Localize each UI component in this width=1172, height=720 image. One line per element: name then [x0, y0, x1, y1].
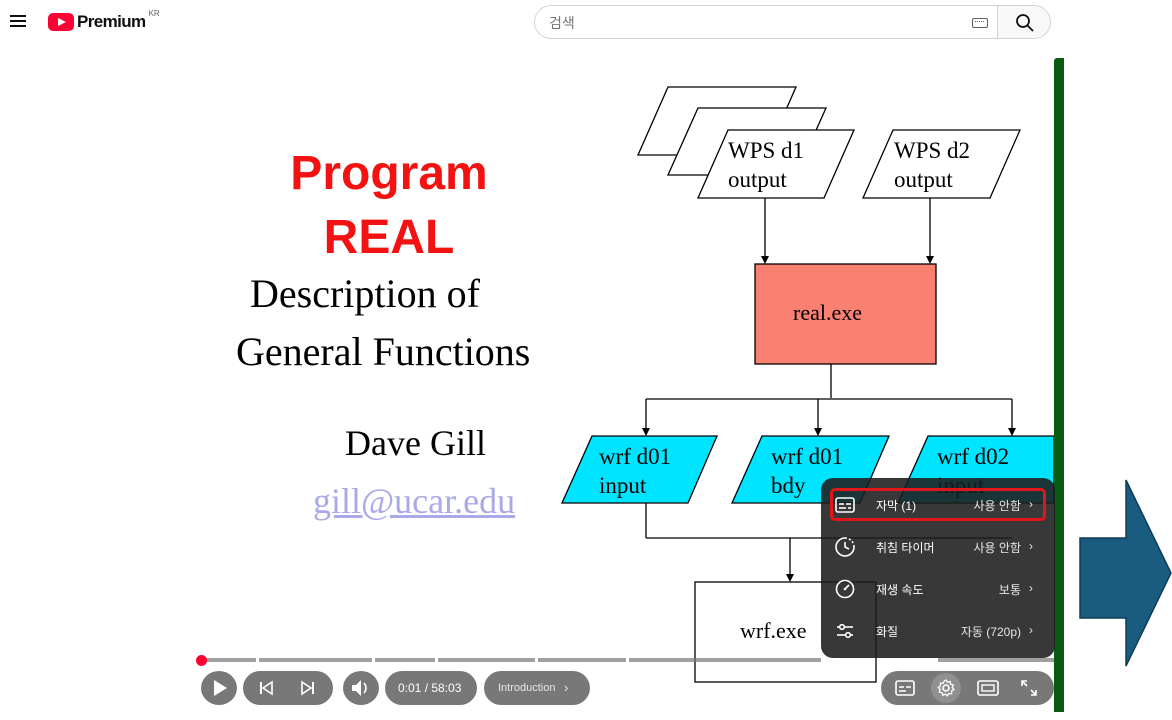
- chevron-right-icon: ›: [1029, 623, 1033, 637]
- logo-region: KR: [148, 8, 160, 18]
- chapter-segment[interactable]: [259, 658, 372, 662]
- hamburger-menu-icon[interactable]: [8, 11, 28, 31]
- prev-next-group: [243, 671, 333, 705]
- slide-title-line1: Program: [290, 147, 488, 200]
- captions-icon[interactable]: [895, 679, 915, 697]
- search-icon: [1016, 14, 1034, 32]
- progress-scrubber[interactable]: [196, 655, 207, 666]
- settings-quality-row[interactable]: 화질 자동 (720p) ›: [821, 610, 1055, 652]
- settings-quality-label: 화질: [876, 625, 899, 639]
- youtube-play-logo-icon: [48, 13, 74, 31]
- slide-title-line2: REAL: [323, 211, 455, 264]
- chevron-right-icon: ›: [564, 680, 569, 695]
- slide-subtitle-line2: General Functions: [236, 329, 531, 374]
- theater-mode-icon[interactable]: [977, 679, 999, 697]
- next-icon[interactable]: [299, 679, 317, 697]
- fullscreen-icon[interactable]: [1020, 679, 1038, 697]
- chapter-segment[interactable]: [938, 658, 1054, 662]
- logo-wordmark: Premium: [77, 12, 146, 31]
- wps-d2-label-output: output: [894, 167, 953, 192]
- wps-d1-label-output: output: [728, 167, 787, 192]
- search-input[interactable]: [549, 13, 969, 33]
- keyboard-icon[interactable]: [972, 18, 988, 28]
- top-header: Premium KR: [0, 0, 1172, 44]
- sleep-timer-icon: [835, 537, 855, 557]
- volume-icon: [352, 680, 367, 696]
- search-box: [534, 5, 998, 39]
- chapter-segment[interactable]: [375, 658, 435, 662]
- wrf-d01-bdy-label: wrf d01: [771, 444, 844, 469]
- settings-sleep-timer-value: 사용 안함: [973, 541, 1022, 555]
- wrf-exe-label: wrf.exe: [740, 618, 807, 643]
- settings-sleep-timer-label: 취침 타이머: [876, 541, 935, 555]
- wrf-d01-input-box: [560, 435, 718, 504]
- wrf-d01-input-label: wrf d01: [599, 444, 672, 469]
- play-icon: [214, 680, 227, 696]
- time-display: 0:01 / 58:03: [385, 671, 477, 705]
- settings-menu: 자막 (1) 사용 안함 › 취침 타이머 사용 안함 › 재생 속도 보통 ›: [821, 478, 1055, 658]
- slide-email: gill@ucar.edu: [313, 481, 516, 521]
- chevron-right-icon: ›: [1029, 539, 1033, 553]
- chapter-button[interactable]: Introduction ›: [484, 671, 590, 705]
- wps-d2-box: [862, 129, 1021, 199]
- wrf-d01-bdy-label-2: bdy: [771, 473, 806, 498]
- previous-icon[interactable]: [257, 679, 275, 697]
- wps-d1-label: WPS d1: [728, 138, 805, 163]
- chapter-segment[interactable]: [629, 658, 821, 662]
- settings-subtitles-label: 자막 (1): [876, 499, 917, 513]
- real-exe-box: [754, 263, 937, 365]
- settings-playback-speed-value: 보통: [998, 583, 1021, 597]
- chapter-segment[interactable]: [438, 658, 535, 662]
- wps-d1-box: [697, 129, 855, 199]
- real-exe-label: real.exe: [793, 300, 862, 325]
- subtitles-icon: [835, 497, 855, 513]
- volume-button[interactable]: [343, 671, 379, 705]
- slide-edge-bar: [1054, 58, 1064, 712]
- chapter-title: Introduction: [498, 682, 556, 694]
- settings-subtitles-row[interactable]: 자막 (1) 사용 안함 ›: [821, 484, 1055, 526]
- settings-quality-value: 자동 (720p): [960, 625, 1021, 639]
- chapter-segment[interactable]: [538, 658, 626, 662]
- playback-speed-icon: [835, 579, 855, 599]
- quality-icon: [837, 623, 853, 639]
- chevron-right-icon: ›: [1029, 581, 1033, 595]
- slide-author: Dave Gill: [345, 423, 486, 463]
- right-controls-group: [881, 671, 1054, 705]
- chevron-right-icon: ›: [1029, 497, 1033, 511]
- settings-sleep-timer-row[interactable]: 취침 타이머 사용 안함 ›: [821, 526, 1055, 568]
- settings-subtitles-value: 사용 안함: [973, 499, 1022, 513]
- gear-icon: [937, 679, 956, 697]
- search-button[interactable]: [997, 5, 1051, 39]
- wrf-d01-input-label-2: input: [599, 473, 647, 498]
- wps-d2-label: WPS d2: [894, 138, 971, 163]
- youtube-premium-logo[interactable]: Premium KR: [48, 8, 160, 34]
- settings-button[interactable]: [931, 673, 961, 703]
- slide-subtitle-line1: Description of: [250, 271, 480, 316]
- blue-right-arrow-icon: [1079, 479, 1172, 667]
- play-button[interactable]: [201, 671, 237, 705]
- settings-playback-speed-label: 재생 속도: [876, 583, 924, 597]
- subtitles-highlight-box: [830, 488, 1046, 521]
- settings-playback-speed-row[interactable]: 재생 속도 보통 ›: [821, 568, 1055, 610]
- chapter-segment[interactable]: [202, 658, 256, 662]
- time-text: 0:01 / 58:03: [398, 681, 462, 695]
- wrf-d02-input-label: wrf d02: [937, 444, 1010, 469]
